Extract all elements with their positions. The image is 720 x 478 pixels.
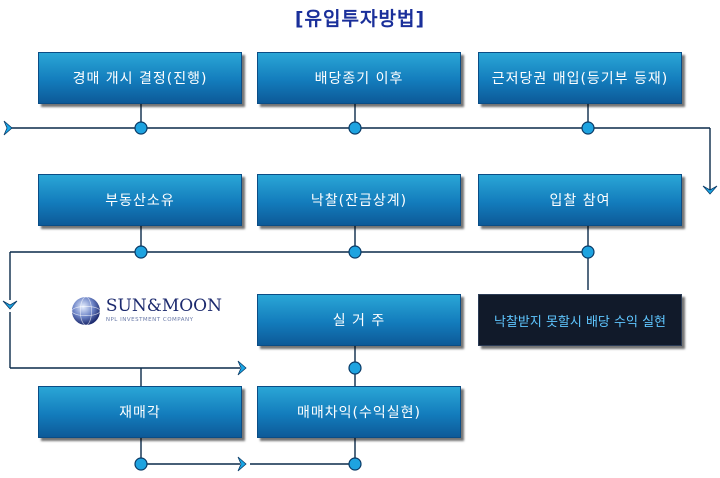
- diagram-title: [유입투자방법]: [294, 8, 426, 30]
- box-not-won: 낙찰받지 못할시 배당 수익 실현: [478, 294, 682, 346]
- arrow-right-icon: [3, 120, 13, 136]
- box-sale-profit: 매매차익(수익실현): [257, 386, 461, 438]
- junction-node: [581, 121, 595, 135]
- junction-node: [134, 457, 148, 471]
- junction-node: [348, 121, 362, 135]
- logo-tagline: NPL INVESTMENT COMPANY: [105, 317, 194, 324]
- globe-icon: [71, 296, 101, 326]
- box-ownership: 부동산소유: [38, 174, 242, 226]
- box-bid-participation: 입찰 참여: [478, 174, 682, 226]
- junction-node: [581, 245, 595, 259]
- box-mortgage-purchase: 근저당권 매입(등기부 등재): [478, 52, 682, 104]
- arrow-right-icon: [237, 360, 247, 376]
- logo-name: SUN&MOON: [105, 296, 222, 317]
- box-auction-start: 경매 개시 결정(진행): [38, 52, 242, 104]
- box-resale: 재매각: [38, 386, 242, 438]
- junction-node: [134, 121, 148, 135]
- junction-node: [348, 245, 362, 259]
- junction-node: [348, 361, 362, 375]
- box-residence: 실 거 주: [257, 294, 461, 346]
- arrow-right-icon: [237, 456, 247, 472]
- junction-node: [134, 245, 148, 259]
- junction-node: [348, 457, 362, 471]
- box-winning-bid: 낙찰(잔금상계): [257, 174, 461, 226]
- box-after-dividend: 배당종기 이후: [257, 52, 461, 104]
- arrow-down-icon: [702, 185, 718, 195]
- arrow-down-icon: [2, 300, 18, 310]
- sun-moon-logo: SUN&MOON NPL INVESTMENT COMPANY: [70, 288, 222, 334]
